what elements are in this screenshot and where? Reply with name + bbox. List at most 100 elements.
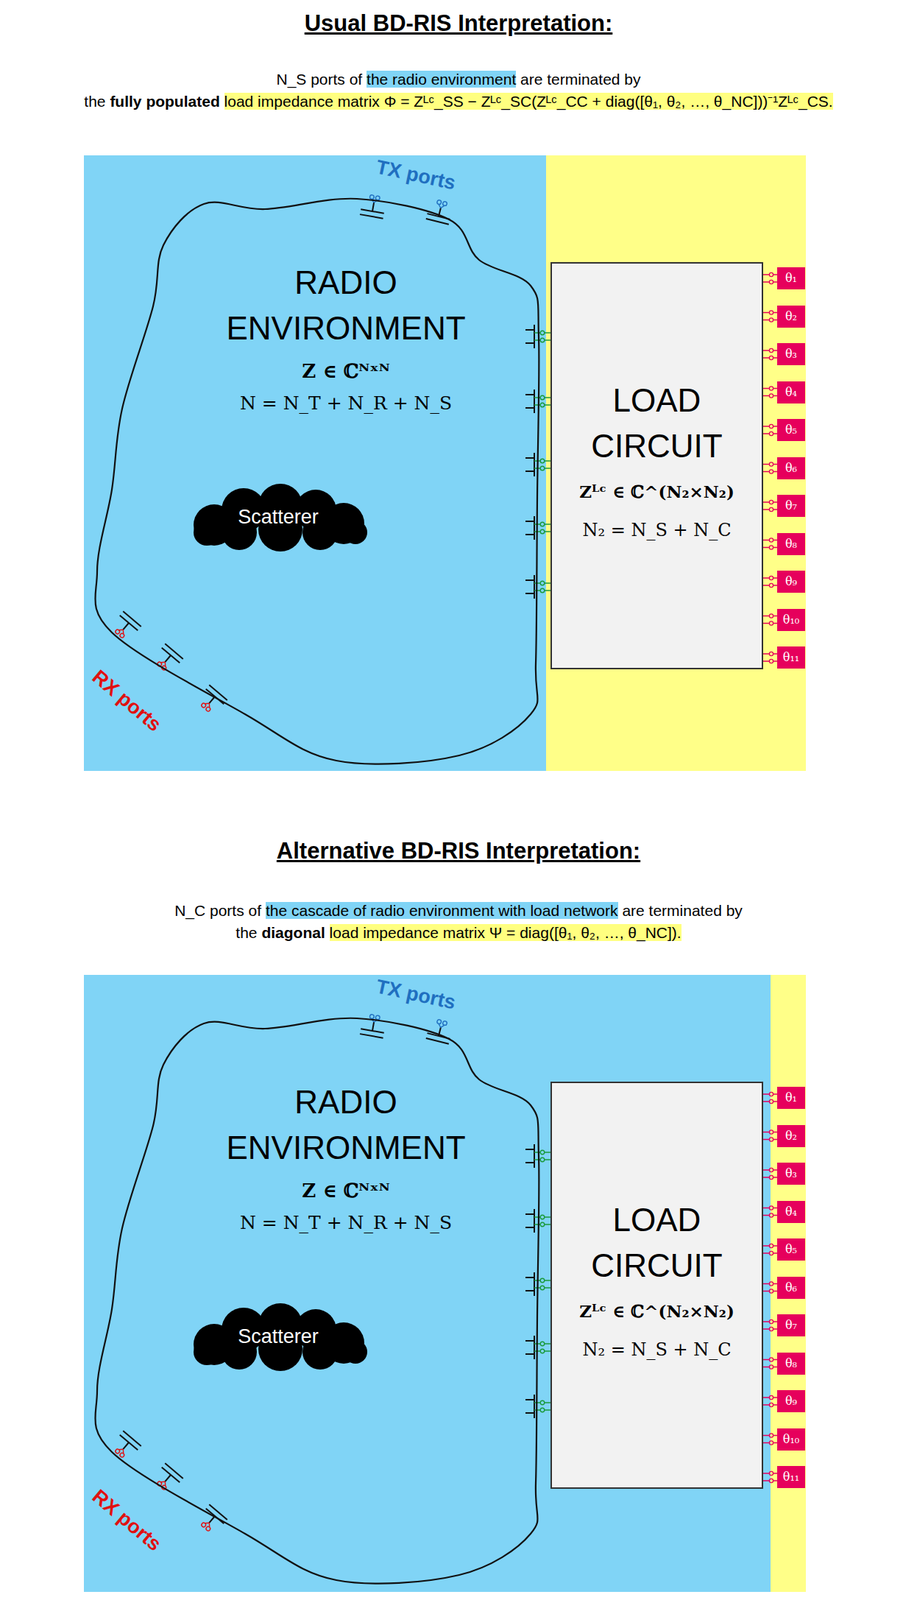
- antenna-symbol: [533, 389, 536, 413]
- port-wire: [763, 1441, 770, 1444]
- load-element: θ₆: [777, 457, 806, 480]
- subtitle-line: N_C ports ofthe cascade of radio environ…: [5, 899, 912, 922]
- subtitle-text: N_C ports of: [174, 901, 262, 919]
- port-terminal: [769, 317, 773, 322]
- antenna-symbol: [533, 1208, 536, 1232]
- port-wire: [763, 395, 770, 397]
- load-label: θ₁₀: [777, 1427, 806, 1450]
- stroke: [122, 610, 142, 627]
- port-terminal: [769, 1470, 773, 1475]
- environment-outline: [91, 165, 545, 766]
- load-circuit-box: LOAD CIRCUITZᴸᶜ ∈ ℂ^(N₂×N₂)N₂ = N_S + N_…: [550, 1081, 764, 1489]
- load-element: θ₄: [777, 381, 806, 404]
- port-wire: [763, 387, 770, 390]
- port-terminal: [540, 330, 545, 335]
- antenna-symbol: [533, 1271, 536, 1296]
- port-wire: [544, 1215, 551, 1218]
- load-label: θ₅: [777, 1237, 806, 1260]
- stroke: [209, 684, 228, 700]
- subtitle-text: the radio environment: [366, 70, 516, 88]
- load-element: θ₁: [777, 267, 806, 290]
- load-element: θ₁₀: [777, 608, 806, 631]
- port-terminal: [769, 499, 773, 504]
- load-element: θ₈: [777, 532, 806, 555]
- load-element: θ₉: [777, 570, 806, 593]
- port-terminal: [436, 199, 442, 205]
- load-element: θ₆: [777, 1276, 806, 1299]
- stroke: [161, 647, 181, 664]
- port-wire: [763, 1471, 770, 1474]
- port-terminal: [769, 348, 773, 352]
- port-terminal: [769, 469, 773, 474]
- stroke: [122, 1429, 142, 1446]
- environment-outline: [94, 198, 539, 764]
- port-terminal: [769, 1288, 773, 1293]
- load-element: θ₂: [777, 305, 806, 328]
- stroke: [161, 1466, 181, 1483]
- port-terminal: [769, 658, 773, 663]
- port-terminal: [205, 1524, 212, 1531]
- port-terminal: [769, 279, 773, 284]
- port-wire: [763, 1282, 770, 1285]
- box-title: LOAD CIRCUIT: [559, 377, 755, 469]
- port-symbols: [109, 193, 778, 1536]
- antenna-symbol: [525, 406, 535, 409]
- subtitle-text: the: [83, 92, 106, 110]
- port-terminal: [769, 582, 773, 587]
- port-wire: [544, 1279, 551, 1281]
- stroke: [164, 1462, 184, 1478]
- cloud-shape: [193, 518, 221, 546]
- stroke: [122, 1441, 129, 1449]
- port-terminal: [540, 395, 545, 400]
- load-element: θ₂: [777, 1124, 806, 1147]
- load-label: θ₈: [777, 1351, 806, 1375]
- port-wire: [544, 331, 551, 334]
- region-title: RADIO ENVIRONMENT: [202, 1078, 490, 1171]
- heading: Alternative BD-RIS Interpretation:: [0, 837, 917, 865]
- antenna-symbol: [525, 393, 535, 396]
- port-terminal: [769, 1432, 773, 1437]
- load-label: θ₃: [777, 342, 806, 366]
- port-wire: [763, 1365, 770, 1368]
- port-wire: [544, 1342, 551, 1344]
- antenna-symbol: [525, 1226, 535, 1228]
- port-wire: [544, 589, 551, 591]
- subtitle-text: load impedance matrix Φ = Zᴸᶜ_SS − Zᴸᶜ_S…: [224, 92, 834, 110]
- port-wire: [763, 1251, 770, 1254]
- port-terminal: [769, 393, 773, 398]
- port-wire: [763, 1138, 770, 1140]
- load-label: θ₉: [777, 1389, 806, 1412]
- subtitle-text: load impedance matrix Ψ = diag([θ₁, θ₂, …: [329, 923, 682, 941]
- port-terminal: [442, 200, 448, 207]
- port-wire: [763, 1479, 770, 1481]
- port-wire: [763, 281, 770, 283]
- heading: Usual BD-RIS Interpretation:: [0, 10, 917, 37]
- load-element: θ₁₁: [777, 646, 806, 669]
- port-wire: [763, 1168, 770, 1171]
- port-wire: [763, 349, 770, 352]
- port-wire: [544, 396, 551, 399]
- subtitle-text: N_S ports of: [275, 70, 363, 88]
- port-terminal: [769, 1357, 773, 1361]
- subtitle-line: N_S ports ofthe radio environmentare ter…: [5, 68, 912, 91]
- radio-environment: RADIO ENVIRONMENTZ ∈ ℂᴺˣᴺN = N_T + N_R +…: [91, 984, 545, 1585]
- antenna-symbol: [525, 1411, 535, 1414]
- port-wire: [544, 1408, 551, 1411]
- dimension-label: N₂ = N_S + N_C: [554, 1338, 759, 1360]
- matrix-label: Z ∈ ℂᴺˣᴺ: [202, 359, 490, 382]
- port-wire: [763, 1403, 770, 1405]
- stroke: [359, 214, 384, 219]
- port-terminal: [436, 1018, 442, 1024]
- port-terminal: [369, 1013, 374, 1018]
- port-terminal: [375, 195, 380, 201]
- subtitle-text: fully populated: [109, 92, 220, 110]
- antenna-symbol: [525, 592, 535, 594]
- port-terminal: [769, 1212, 773, 1217]
- radio-region: [83, 974, 771, 1592]
- load-label: θ₁₁: [777, 646, 806, 669]
- port-wire: [763, 1434, 770, 1436]
- load-label: θ₁₀: [777, 608, 806, 631]
- load-element: θ₁: [777, 1086, 806, 1109]
- load-circuit-box: LOAD CIRCUITZᴸᶜ ∈ ℂ^(N₂×N₂)N₂ = N_S + N_…: [550, 262, 764, 669]
- stroke: [164, 655, 171, 662]
